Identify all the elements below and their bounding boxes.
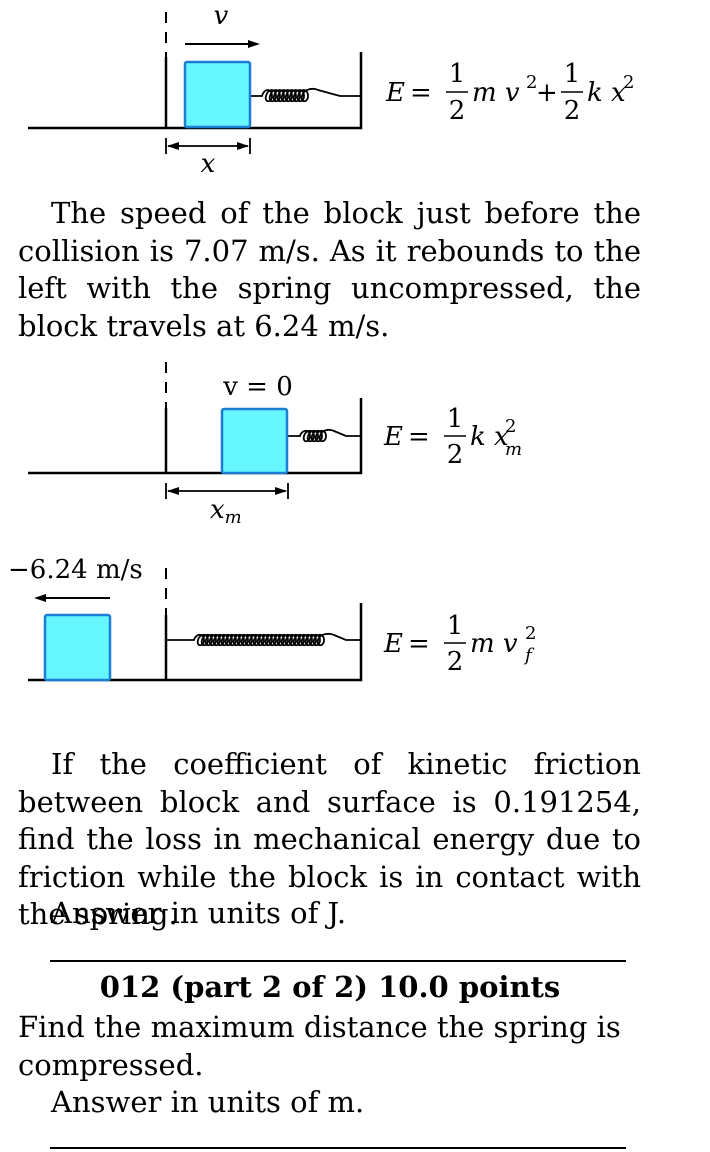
velocity-label: −6.24 m/s	[8, 555, 143, 585]
svg-text:=: =	[408, 422, 430, 452]
svg-text:2: 2	[564, 96, 581, 126]
energy-equation-2: E = 1 2 k x 2 m	[383, 404, 522, 470]
svg-text:2: 2	[526, 72, 537, 93]
part2-heading: 012 (part 2 of 2) 10.0 points	[99, 970, 561, 1004]
block	[220, 407, 289, 475]
paragraph-friction-question: If the coefficient of kinetic friction b…	[18, 747, 641, 931]
spring-icon	[250, 88, 361, 103]
svg-text:f: f	[523, 645, 535, 666]
velocity-arrow-icon	[34, 594, 110, 602]
figure-3-rebound: −6.24 m/s E = 1 2 m v 2 f	[8, 555, 536, 682]
svg-text:k x: k x	[587, 78, 626, 108]
compression-dimension	[165, 483, 289, 499]
floor-and-walls	[28, 52, 363, 130]
svg-text:2: 2	[447, 440, 464, 470]
floor-and-walls	[28, 398, 363, 475]
svg-text:k x: k x	[470, 422, 509, 452]
velocity-label: v	[214, 1, 229, 31]
svg-text:E: E	[383, 629, 403, 659]
velocity-arrow-icon	[185, 40, 260, 48]
svg-text:=: =	[408, 629, 430, 659]
compression-label: xm	[210, 495, 242, 528]
divider-bottom	[50, 1147, 626, 1149]
svg-text:m: m	[505, 439, 522, 460]
displacement-dimension	[165, 138, 251, 154]
svg-text:1: 1	[447, 611, 464, 641]
figure-1-block-moving: v x E = 1 2 m v 2 + 1 2 k x 2	[28, 1, 634, 179]
block	[183, 60, 252, 129]
block	[43, 613, 112, 682]
svg-text:1: 1	[564, 59, 581, 89]
svg-text:E: E	[385, 78, 405, 108]
answer-units-1: Answer in units of J.	[51, 896, 347, 930]
svg-text:m v: m v	[470, 629, 518, 659]
answer-units-2: Answer in units of m.	[51, 1085, 365, 1119]
svg-text:E: E	[383, 422, 403, 452]
divider-top	[50, 960, 626, 962]
figure-2-max-compression: v = 0 xm E = 1 2 k x 2 m	[28, 362, 522, 528]
velocity-label: v = 0	[222, 372, 293, 402]
spring-icon	[287, 428, 361, 443]
svg-text:2: 2	[525, 623, 536, 644]
displacement-label: x	[201, 149, 216, 179]
svg-text:2: 2	[449, 96, 466, 126]
svg-text:+: +	[536, 78, 558, 108]
energy-equation-1: E = 1 2 m v 2 + 1 2 k x 2	[385, 59, 634, 126]
svg-text:2: 2	[505, 416, 516, 437]
spring-icon	[166, 632, 361, 647]
svg-text:1: 1	[449, 59, 466, 89]
svg-text:2: 2	[623, 72, 634, 93]
svg-text:=: =	[410, 78, 432, 108]
part2-question: Find the maximum distance the spring is …	[18, 1010, 621, 1082]
floor-and-walls	[28, 603, 363, 682]
svg-text:m v: m v	[472, 78, 520, 108]
energy-equation-3: E = 1 2 m v 2 f	[383, 611, 536, 677]
paragraph-collision-speeds: The speed of the block just before the c…	[18, 196, 641, 343]
svg-text:1: 1	[447, 404, 464, 434]
svg-text:2: 2	[447, 647, 464, 677]
